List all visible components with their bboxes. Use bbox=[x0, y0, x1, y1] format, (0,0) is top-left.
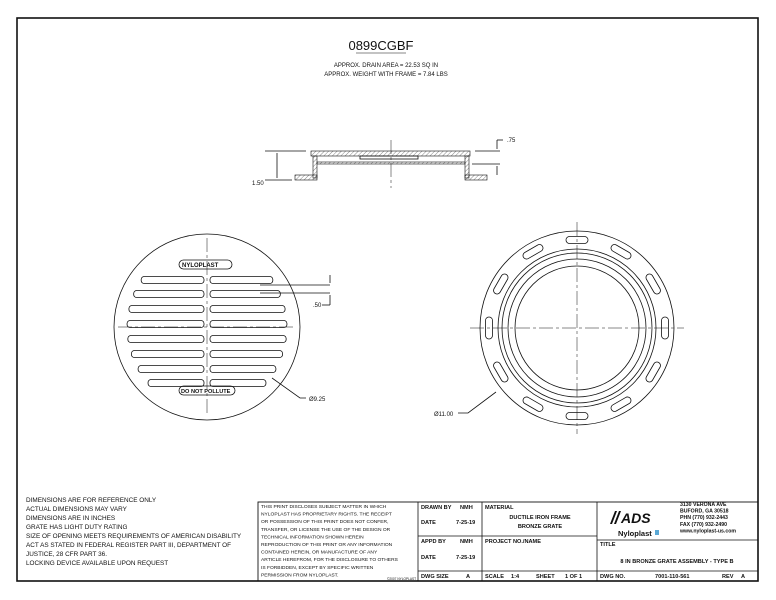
grate-slot bbox=[209, 379, 267, 387]
rev-label: REV bbox=[722, 574, 734, 580]
grate-slot bbox=[128, 305, 205, 313]
disclaimer-line: OR POSSESSION OF THIS PRINT DOES NOT CON… bbox=[261, 519, 388, 525]
scale: 1:4 bbox=[511, 574, 520, 580]
frame-slot bbox=[522, 396, 544, 412]
grate-slot bbox=[209, 320, 288, 328]
note-line: DIMENSIONS ARE FOR REFERENCE ONLY bbox=[26, 497, 157, 504]
note-line: JUSTICE, 28 CFR PART 36. bbox=[26, 551, 107, 558]
dwg-no-label: DWG NO. bbox=[600, 574, 626, 580]
address-line: BUFORD, GA 30518 bbox=[680, 509, 729, 515]
grate-slot bbox=[209, 290, 281, 298]
material-label: MATERIAL bbox=[485, 505, 514, 511]
grate-slot bbox=[126, 320, 205, 328]
general-notes: DIMENSIONS ARE FOR REFERENCE ONLY ACTUAL … bbox=[26, 497, 242, 567]
disclaimer-line: PERMISSION FROM NYLOPLAST. bbox=[261, 572, 338, 578]
sheet: 1 OF 1 bbox=[565, 574, 582, 580]
date-2: 7-25-19 bbox=[456, 555, 475, 561]
address-line: FAX (770) 932-2490 bbox=[680, 522, 727, 528]
grate-slot bbox=[133, 290, 205, 298]
grate-slot bbox=[209, 305, 286, 313]
disclaimer-line: TRANSFER, OR LICENSE THE USE OF THE DESI… bbox=[261, 527, 391, 533]
rev: A bbox=[741, 574, 745, 580]
frame-slot bbox=[645, 361, 661, 383]
project-label: PROJECT NO./NAME bbox=[485, 539, 541, 545]
drawing-title: 8 IN BRONZE GRATE ASSEMBLY - TYPE B bbox=[620, 559, 733, 565]
scale-label: SCALE bbox=[485, 574, 504, 580]
frame-slot bbox=[661, 316, 669, 340]
frame-slot bbox=[645, 273, 661, 295]
date-label-2: DATE bbox=[421, 555, 436, 561]
dim-height: 1.50 bbox=[252, 181, 264, 187]
drain-area: APPROX. DRAIN AREA = 22.53 SQ IN bbox=[334, 63, 438, 69]
note-line: ACTUAL DIMENSIONS MAY VARY bbox=[26, 506, 128, 513]
drawn-by-label: DRAWN BY bbox=[421, 505, 452, 511]
frame-slot bbox=[610, 396, 632, 412]
part-number: 0899CGBF bbox=[348, 38, 413, 53]
grate-slot bbox=[209, 365, 277, 373]
disclaimer: THIS PRINT DISCLOSES SUBJECT MATTER IN W… bbox=[261, 504, 399, 578]
frame-view bbox=[458, 222, 684, 434]
weight: APPROX. WEIGHT WITH FRAME = 7.84 LBS bbox=[324, 72, 447, 78]
appd-by: NMH bbox=[460, 539, 473, 545]
grate-slot bbox=[127, 335, 205, 343]
dim-slot: .50 bbox=[313, 303, 322, 309]
grate-slot bbox=[147, 379, 205, 387]
disclaimer-line: IS FORBIDDEN, EXCEPT BY SPECIFIC WRITTEN bbox=[261, 565, 374, 571]
frame-slot bbox=[565, 412, 589, 420]
dwg-size-label: DWG SIZE bbox=[421, 574, 449, 580]
ads-nyloplast-logo: ADS Nyloplast bbox=[610, 510, 659, 538]
grate-slot bbox=[140, 276, 205, 284]
drawn-by: NMH bbox=[460, 505, 473, 511]
note-line: SIZE OF OPENING MEETS REQUIREMENTS OF AM… bbox=[26, 533, 242, 540]
note-line: DIMENSIONS ARE IN INCHES bbox=[26, 515, 115, 522]
note-line: GRATE HAS LIGHT DUTY RATING bbox=[26, 524, 127, 531]
note-line: LOCKING DEVICE AVAILABLE UPON REQUEST bbox=[26, 560, 168, 567]
disclaimer-line: ARTICLE HEREFROM, FOR THE DISCLOSURE TO … bbox=[261, 557, 399, 563]
disclaimer-line: REPRODUCTION OF THIS PRINT OR ANY INFORM… bbox=[261, 542, 393, 548]
disclaimer-line: NYLOPLAST HAS PROPRIETARY RIGHTS. THE RE… bbox=[261, 512, 392, 518]
grate-slot bbox=[137, 365, 205, 373]
logo-ads-text: ADS bbox=[620, 510, 651, 526]
grate-slot bbox=[209, 335, 287, 343]
logo-nyloplast-text: Nyloplast bbox=[618, 529, 652, 538]
note-line: ACT AS STATED IN FEDERAL REGISTER PART I… bbox=[26, 542, 231, 549]
copyright: ©2007 NYLOPLAST bbox=[387, 577, 416, 581]
address-line: 3130 VERONA AVE bbox=[680, 502, 727, 508]
frame-slot bbox=[493, 273, 509, 295]
frame-slot bbox=[610, 244, 632, 260]
dim-frame-dia: Ø11.00 bbox=[434, 412, 454, 418]
disclaimer-line: TECHNICAL INFORMATION SHOWN HEREIN bbox=[261, 534, 364, 540]
frame-slot bbox=[485, 316, 493, 340]
grate-slot bbox=[131, 350, 205, 358]
grate-view bbox=[113, 233, 331, 421]
disclaimer-line: THIS PRINT DISCLOSES SUBJECT MATTER IN W… bbox=[261, 504, 387, 510]
title-label: TITLE bbox=[600, 542, 616, 548]
section-view bbox=[265, 139, 503, 188]
dwg-size: A bbox=[466, 574, 470, 580]
grate-slot bbox=[209, 276, 274, 284]
dim-thickness: .75 bbox=[507, 138, 516, 144]
grate-text-nyloplast: NYLOPLAST bbox=[182, 263, 219, 269]
sheet-label: SHEET bbox=[536, 574, 555, 580]
material-grate: BRONZE GRATE bbox=[518, 524, 563, 530]
appd-by-label: APPD BY bbox=[421, 539, 446, 545]
grate-text-do-not-pollute: DO NOT POLLUTE bbox=[181, 389, 231, 395]
date-1: 7-25-19 bbox=[456, 520, 475, 526]
dim-grate-dia: Ø9.25 bbox=[309, 397, 326, 403]
title-block bbox=[257, 501, 759, 582]
dwg-no: 7001-110-561 bbox=[655, 574, 690, 580]
address-line: www.nyloplast-us.com bbox=[679, 528, 736, 534]
address-line: PHN (770) 932-2443 bbox=[680, 515, 728, 521]
date-label-1: DATE bbox=[421, 520, 436, 526]
frame-slot bbox=[565, 236, 589, 244]
frame-slot bbox=[493, 361, 509, 383]
material-frame: DUCTILE IRON FRAME bbox=[509, 515, 570, 521]
grate-slot bbox=[209, 350, 283, 358]
disclaimer-line: CONTAINED HEREIN, OR MANUFACTURE OF ANY bbox=[261, 550, 378, 556]
frame-slot bbox=[522, 244, 544, 260]
